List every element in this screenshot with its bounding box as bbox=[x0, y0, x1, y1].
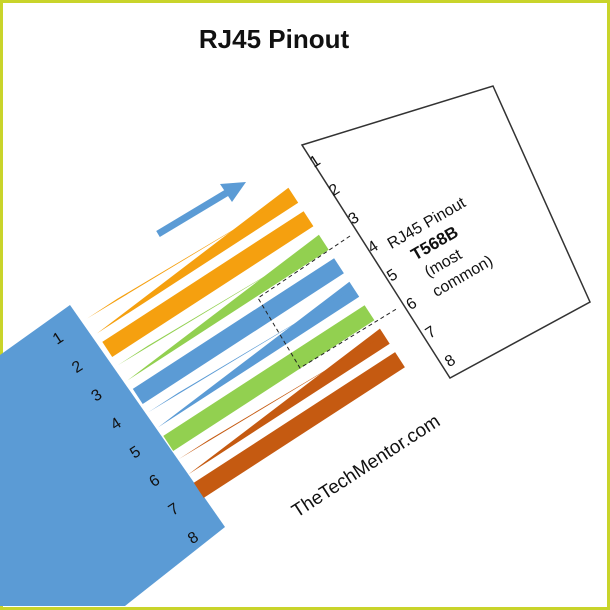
wire-pin-2 bbox=[102, 211, 314, 357]
wire-pin-3 bbox=[127, 234, 329, 381]
wire-pin-7 bbox=[188, 328, 390, 475]
wire-pin-3-stripe bbox=[117, 241, 324, 366]
diagram-title: RJ45 Pinout bbox=[198, 24, 350, 54]
wire-pin-4 bbox=[132, 258, 344, 404]
connector-box bbox=[300, 85, 591, 379]
wire-pin-1-stripe bbox=[87, 194, 293, 319]
cable-jacket bbox=[0, 305, 225, 606]
right-arrow-icon bbox=[156, 182, 246, 238]
wire-pin-5 bbox=[157, 281, 360, 428]
wire-pin-8 bbox=[193, 352, 405, 498]
wire-pin-6 bbox=[163, 305, 375, 451]
wire-pin-5-stripe bbox=[148, 288, 354, 413]
wire-pin-7-stripe bbox=[178, 335, 385, 460]
wire-pin-1 bbox=[96, 187, 299, 334]
wire-group bbox=[87, 187, 405, 498]
